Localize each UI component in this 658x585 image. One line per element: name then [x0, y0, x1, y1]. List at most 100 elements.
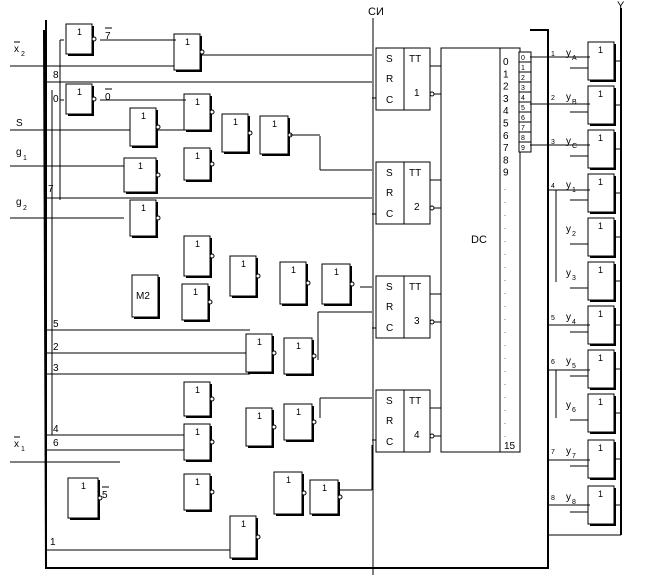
gate-label: 1 — [241, 259, 246, 269]
output-input-number: 6 — [551, 359, 555, 366]
triggers: SRCTT123SRCTT222SRCTT321SRCTT420 — [375, 47, 459, 453]
trigger-r: R — [386, 416, 393, 427]
gate-label: 1 — [598, 397, 603, 407]
svg-text:x: x — [14, 439, 19, 450]
dc-dot: . — [504, 419, 506, 426]
dc-pin-4: 4 — [521, 95, 525, 102]
y-output-sub: 2 — [572, 231, 576, 238]
gate-label: 1 — [598, 45, 603, 55]
trigger-r: R — [386, 74, 393, 85]
gate-label: 1 — [296, 407, 301, 417]
gate-label: 1 — [138, 161, 143, 171]
dc-dot: . — [504, 211, 506, 218]
y-output-label: y — [566, 400, 571, 411]
dc-dot: . — [504, 276, 506, 283]
trigger-tt: TT — [409, 54, 421, 65]
gate-label: 1 — [185, 37, 190, 47]
logic-gate: 1 — [283, 403, 317, 442]
dc-output-3: 3 — [503, 94, 509, 105]
gate-label: 1 — [598, 489, 603, 499]
output-input-number: 3 — [551, 139, 555, 146]
trigger-tt: TT — [409, 396, 421, 407]
dc-output-8: 8 — [503, 155, 509, 166]
trigger-tt: TT — [409, 282, 421, 293]
svg-text:1: 1 — [23, 155, 27, 162]
inverter-label-7: 7 — [105, 31, 111, 42]
logic-gate: 1 — [65, 83, 97, 116]
trigger-c: C — [386, 323, 393, 334]
dc-output-6: 6 — [503, 131, 509, 142]
y-output-label: y — [566, 312, 571, 323]
svg-text:g: g — [16, 147, 22, 158]
y-output-label: y — [566, 136, 571, 147]
logic-gate: 1 — [65, 23, 97, 56]
dc-pin-3: 3 — [521, 85, 525, 92]
dc-dot: . — [504, 341, 506, 348]
gate-label: 1 — [241, 519, 246, 529]
gate-label: 1 — [272, 119, 277, 129]
dc-label: DC — [471, 234, 487, 246]
trigger-s: S — [386, 282, 393, 293]
gate-label: 1 — [195, 385, 200, 395]
svg-text:g: g — [16, 197, 22, 208]
trigger-r: R — [386, 302, 393, 313]
logic-gate: 1 — [245, 333, 277, 374]
logic-gate: 1 — [123, 157, 161, 194]
input-x2: x 2 — [10, 41, 176, 67]
dc-dot: . — [504, 263, 506, 270]
gate-label: 1 — [598, 177, 603, 187]
y-output-sub: 8 — [572, 499, 576, 506]
gate-label: 1 — [257, 411, 262, 421]
dc-pin-7: 7 — [521, 125, 525, 132]
gate-label: 1 — [195, 427, 200, 437]
trigger-number: 3 — [414, 316, 420, 327]
logic-gate: 1 — [229, 255, 261, 298]
trigger-number: 2 — [414, 202, 420, 213]
logic-gate: 1 — [183, 235, 215, 278]
dc-dot: . — [504, 185, 506, 192]
dc-dot: . — [504, 302, 506, 309]
gate-label: 1 — [334, 267, 339, 277]
bus-label-1: 1 — [50, 537, 56, 548]
svg-text:2: 2 — [21, 51, 25, 58]
logic-gate: 1 — [273, 471, 307, 516]
gate-label: 1 — [598, 265, 603, 275]
gate-label: 1 — [598, 309, 603, 319]
gate-label: 1 — [598, 443, 603, 453]
bus-label-4: 4 — [53, 424, 59, 435]
bus-label-6: 6 — [53, 438, 59, 449]
y-output-sub: A — [572, 55, 577, 62]
dc-output-15: 15 — [504, 441, 516, 452]
inverter-label-0: 0 — [105, 92, 111, 103]
dc-pin-6: 6 — [521, 115, 525, 122]
dc-dot: . — [504, 237, 506, 244]
logic-gate: 1 — [129, 199, 161, 238]
y-output-sub: 4 — [572, 319, 576, 326]
dc-dot: . — [504, 380, 506, 387]
logic-gate: 1 — [321, 263, 355, 306]
y-output-label: y — [566, 92, 571, 103]
gate-label: 1 — [195, 239, 200, 249]
bus-label-3: 3 — [53, 363, 59, 374]
y-output-sub: 5 — [572, 363, 576, 370]
gate-label: 1 — [233, 117, 238, 127]
dc-output-5: 5 — [503, 119, 509, 130]
dc-dot: . — [504, 315, 506, 322]
logic-gate: 1 — [181, 283, 213, 322]
trigger-s: S — [386, 396, 393, 407]
dc-output-1: 1 — [503, 69, 509, 80]
output-input-number: 4 — [551, 183, 555, 190]
gate-label: 1 — [598, 353, 603, 363]
y-bus-label: Y — [617, 0, 625, 12]
dc-dot: . — [504, 406, 506, 413]
gate-label: 1 — [322, 483, 327, 493]
si-label: СИ — [368, 6, 384, 18]
trigger-number: 4 — [414, 430, 420, 441]
